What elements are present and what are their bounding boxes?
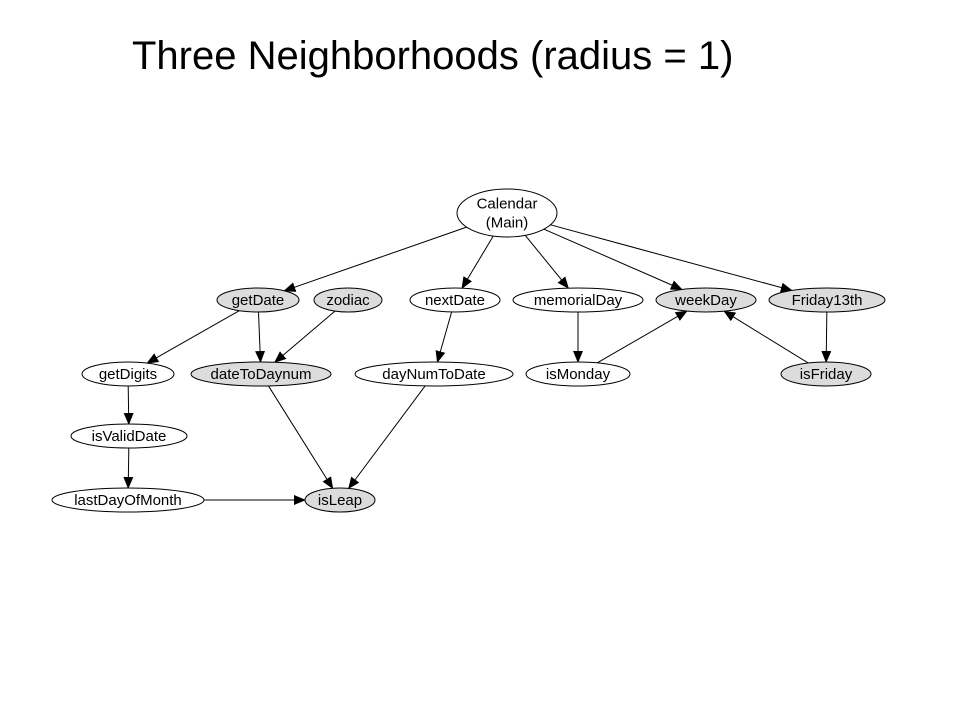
node-isMonday: isMonday [525, 361, 631, 387]
node-friday13th: Friday13th [768, 287, 886, 313]
edge-calendar-to-friday13th [550, 224, 793, 293]
node-lastDayOfMonth: lastDayOfMonth [51, 487, 205, 513]
node-isValidDate: isValidDate [70, 423, 188, 449]
node-shape-nextDate [409, 287, 501, 313]
nodes-layer: Calendar (Main) getDate zodiac nextDate memor… [51, 188, 886, 513]
edge-getDigits-to-isValidDate [123, 385, 134, 425]
node-isLeap: isLeap [304, 487, 376, 513]
node-dateToDaynum: dateToDaynum [190, 361, 332, 387]
edge-dateToDaynum-to-isLeap [268, 385, 334, 490]
node-weekDay: weekDay [655, 287, 757, 313]
edge-isMonday-to-weekDay [597, 310, 688, 364]
node-label-isMonday: isMonday [546, 366, 611, 383]
node-getDate: getDate [216, 287, 300, 313]
edge-nextDate-to-dayNumToDate [435, 311, 453, 363]
node-label-weekDay: weekDay [674, 292, 737, 309]
edges-layer [123, 224, 832, 505]
node-label-friday13th: Friday13th [792, 292, 863, 309]
node-shape-isValidDate [70, 423, 188, 449]
edge-calendar-to-weekDay [543, 228, 683, 290]
node-memorialDay: memorialDay [512, 287, 644, 313]
edge-isValidDate-to-lastDayOfMonth [123, 447, 134, 489]
node-shape-isMonday [525, 361, 631, 387]
edge-getDate-to-getDigits [146, 310, 240, 364]
node-shape-isFriday [780, 361, 872, 387]
node-label-isFriday: isFriday [800, 366, 853, 383]
node-label-memorialDay: memorialDay [534, 292, 623, 309]
slide-title: Three Neighborhoods (radius = 1) [132, 34, 734, 78]
node-label-dayNumToDate: dayNumToDate [382, 366, 485, 383]
node-label-getDate: getDate [232, 292, 285, 309]
edge-isFriday-to-weekDay [723, 310, 809, 364]
node-label-getDigits: getDigits [99, 366, 157, 383]
node-label-calendar: Calendar [477, 196, 538, 213]
edge-getDate-to-dateToDaynum [255, 311, 266, 363]
node-label-calendar: (Main) [486, 215, 529, 232]
node-label-nextDate: nextDate [425, 292, 485, 309]
node-shape-calendar [456, 188, 558, 238]
node-shape-zodiac [313, 287, 383, 313]
node-nextDate: nextDate [409, 287, 501, 313]
edge-zodiac-to-dateToDaynum [274, 310, 336, 363]
node-label-isValidDate: isValidDate [92, 428, 167, 445]
node-shape-friday13th [768, 287, 886, 313]
node-shape-lastDayOfMonth [51, 487, 205, 513]
node-isFriday: isFriday [780, 361, 872, 387]
node-shape-isLeap [304, 487, 376, 513]
node-shape-dateToDaynum [190, 361, 332, 387]
edge-dayNumToDate-to-isLeap [348, 385, 426, 490]
node-label-zodiac: zodiac [326, 292, 370, 309]
edge-calendar-to-memorialDay [524, 235, 569, 289]
node-label-dateToDaynum: dateToDaynum [211, 366, 312, 383]
node-shape-dayNumToDate [354, 361, 514, 387]
node-label-lastDayOfMonth: lastDayOfMonth [74, 492, 182, 509]
node-shape-memorialDay [512, 287, 644, 313]
node-getDigits: getDigits [81, 361, 175, 387]
node-label-isLeap: isLeap [318, 492, 362, 509]
node-shape-getDate [216, 287, 300, 313]
node-zodiac: zodiac [313, 287, 383, 313]
node-shape-weekDay [655, 287, 757, 313]
node-dayNumToDate: dayNumToDate [354, 361, 514, 387]
edge-friday13th-to-isFriday [821, 311, 832, 364]
edge-calendar-to-getDate [283, 226, 467, 292]
edge-calendar-to-nextDate [461, 235, 494, 290]
node-calendar: Calendar (Main) [456, 188, 558, 238]
node-shape-getDigits [81, 361, 175, 387]
